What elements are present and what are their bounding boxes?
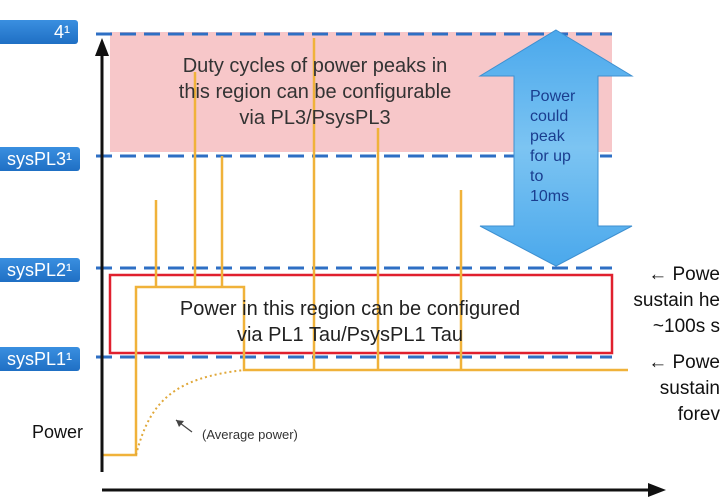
average-power-curve [135, 369, 245, 456]
arrow-text-line-6: 10ms [530, 188, 570, 205]
pl2-label: sysPL2¹ [0, 258, 80, 282]
arrow-text-line-3: peak [530, 128, 565, 145]
pl3-label: sysPL3¹ [0, 147, 80, 171]
power-waveform [102, 285, 628, 457]
upper-note-line-2: sustain he [633, 290, 720, 311]
red-region-text: Power in this region can be configured v… [130, 296, 570, 348]
upper-note-line-3: ~100s s [652, 316, 720, 337]
red-region [108, 273, 614, 355]
pink-text-line-2: this region can be configurable [178, 81, 452, 103]
arrow-text: Power could peak for up to 10ms [530, 87, 575, 207]
y-axis-label: Power [32, 422, 84, 442]
average-pointer-head [176, 420, 184, 427]
arrow-text-line-2: could [530, 108, 569, 125]
red-text-line-2: via PL1 Tau/PsysPL1 Tau [236, 324, 464, 346]
lower-note-line-1: ← Powe [648, 352, 720, 373]
upper-note-line-1: ← Powe [648, 264, 720, 285]
lower-note-line-2: sustain [659, 378, 720, 399]
right-note-lower: ← Powe sustain forev [620, 350, 720, 428]
arrow-text-line-5: to [530, 168, 544, 185]
red-text-line-1: Power in this region can be configured [179, 298, 521, 320]
pink-text-line-3: via PL3/PsysPL3 [239, 107, 391, 129]
arrow-text-line-4: for up [530, 148, 571, 165]
lower-note-line-3: forev [677, 404, 720, 425]
pl1-label: sysPL1¹ [0, 347, 80, 371]
pl4-label: 4¹ [0, 20, 78, 44]
average-power-label: (Average power) [202, 427, 298, 442]
y-axis-arrowhead [95, 38, 109, 56]
peak-duration-arrow [478, 29, 634, 267]
x-axis-arrowhead [648, 483, 666, 497]
pink-text-line-1: Duty cycles of power peaks in [182, 55, 448, 77]
right-note-upper: ← Powe sustain he ~100s s [620, 262, 720, 340]
pink-region-text: Duty cycles of power peaks in this regio… [150, 53, 480, 131]
power-peaks [154, 38, 463, 370]
arrow-text-line-1: Power [530, 88, 576, 105]
